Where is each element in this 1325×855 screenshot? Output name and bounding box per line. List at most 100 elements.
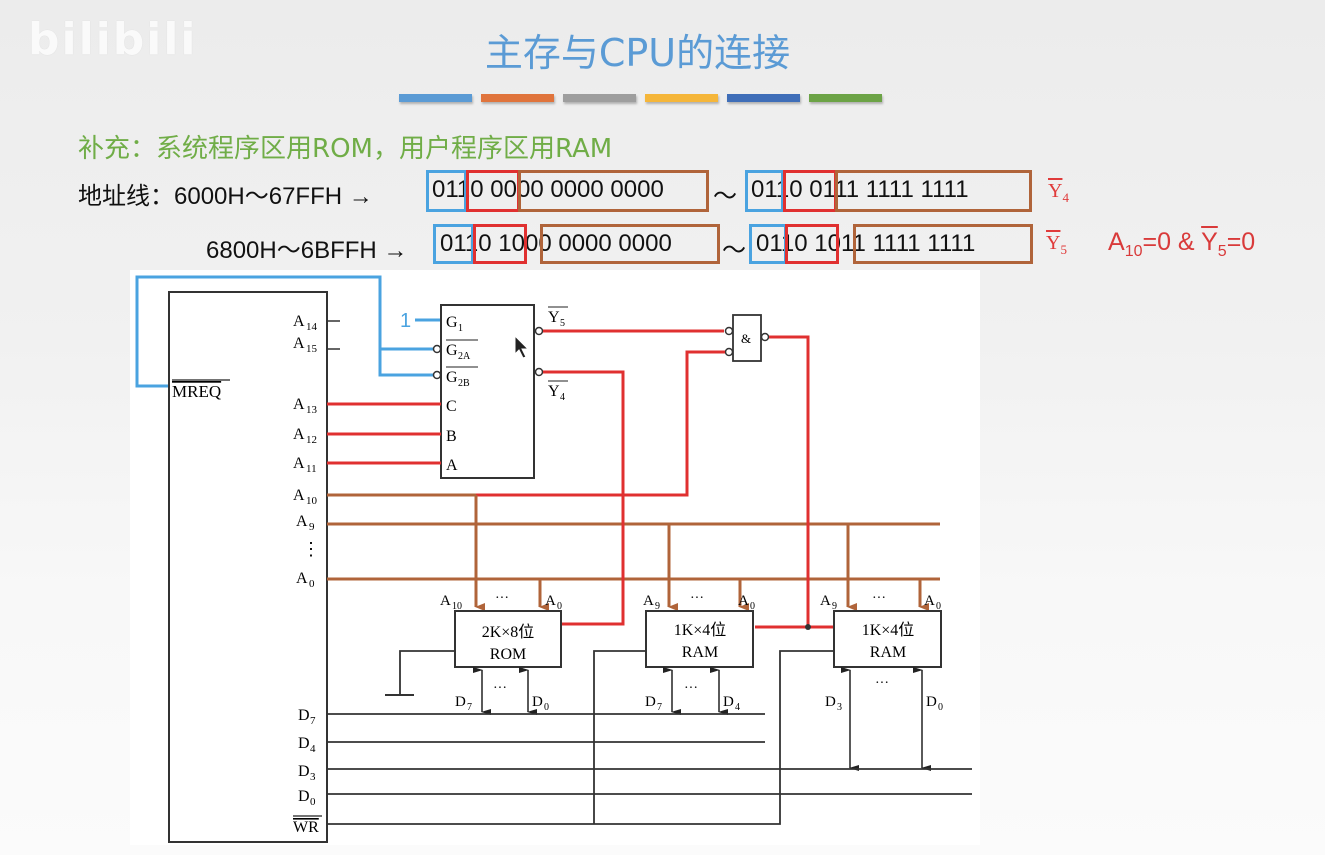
decoder-74138: [440, 304, 535, 479]
chip-ram1-type: RAM: [682, 644, 718, 661]
ellipsis: ···: [684, 681, 698, 696]
and-gate: [732, 314, 762, 362]
inverter-bubble: [534, 326, 544, 336]
bilibili-watermark: bilibili: [28, 14, 198, 65]
bits-chip: 000 0000 0000: [503, 176, 664, 203]
gate-output-wire: [755, 335, 810, 629]
ground-wire: [399, 650, 455, 695]
svg-text:A: A: [296, 513, 308, 530]
chip-rom-size: 2K×8位: [482, 623, 535, 641]
svg-text:0: 0: [938, 702, 943, 713]
chip-ram2-size: 1K×4位: [862, 621, 915, 639]
inverter-bubble: [724, 347, 734, 357]
deco-bar: [809, 94, 882, 102]
g1-value: 1: [400, 310, 411, 332]
svg-text:1: 1: [458, 323, 463, 334]
svg-text:2A: 2A: [458, 351, 471, 362]
svg-text:G: G: [446, 342, 458, 359]
address-range: 6800H～6BFFH: [206, 237, 377, 264]
ellipsis: ···: [493, 681, 507, 696]
arrow-icon: →: [348, 183, 373, 210]
mreq-wire: [135, 275, 433, 388]
svg-text:D: D: [532, 694, 543, 710]
svg-text:9: 9: [309, 521, 315, 533]
slide-title: 主存与CPU的连接: [484, 31, 791, 75]
chip-ram-2: [833, 610, 942, 668]
mreq-label: MREQ: [172, 382, 221, 401]
svg-text:0: 0: [544, 702, 549, 713]
svg-text:5: 5: [560, 318, 565, 329]
svg-text:4: 4: [560, 392, 565, 403]
bits-high: 01: [440, 230, 465, 257]
chip-rom-type: ROM: [490, 646, 526, 663]
svg-text:4: 4: [310, 743, 316, 755]
box-chip-bits: [540, 224, 720, 264]
svg-text:15: 15: [306, 343, 318, 355]
diagram-panel: [130, 270, 980, 845]
box-high-bits: [426, 170, 467, 212]
svg-text:D: D: [298, 735, 310, 752]
svg-text:A: A: [293, 335, 305, 352]
svg-text:A: A: [293, 396, 305, 413]
chip-rom: [454, 610, 562, 668]
supplement-note: 补充：系统程序区用ROM，用户程序区用RAM: [78, 134, 613, 164]
svg-text:0: 0: [309, 578, 315, 590]
svg-text:A: A: [293, 313, 305, 330]
svg-text:D: D: [825, 694, 836, 710]
a10-to-gate-wire: [476, 350, 725, 497]
bits-chip: 000 0000 0000: [511, 230, 672, 257]
inverter-bubble: [724, 326, 734, 336]
bits-high: 01: [432, 176, 457, 203]
chip-ram-1: [645, 610, 754, 668]
svg-text:Y: Y: [548, 309, 560, 326]
svg-text:A: A: [293, 455, 305, 472]
svg-text:0: 0: [310, 796, 316, 808]
chip-ram1-size: 1K×4位: [674, 621, 727, 639]
svg-text:A: A: [643, 593, 654, 609]
mouse-cursor-icon: [514, 334, 530, 359]
svg-text:G: G: [446, 314, 458, 331]
svg-text:9: 9: [655, 601, 660, 612]
decorative-color-bars: [399, 94, 882, 102]
wr-wire-ram2: [327, 650, 834, 825]
box-decode-bits: [473, 224, 527, 264]
svg-text:7: 7: [310, 715, 316, 727]
wr-wire-ram1: [593, 650, 646, 824]
inverter-bubble: [432, 344, 442, 354]
svg-text:A: A: [293, 426, 305, 443]
bits-chip: 011 1111 1111: [827, 230, 976, 257]
svg-text:D: D: [723, 694, 734, 710]
svg-text:10: 10: [452, 601, 462, 612]
ellipsis: ···: [690, 591, 704, 606]
svg-text:G: G: [446, 369, 458, 386]
inverter-bubble: [432, 370, 442, 380]
svg-text:0: 0: [936, 601, 941, 612]
svg-text:D: D: [645, 694, 656, 710]
address-row-1: 地址线：6000H～67FFH →: [78, 176, 373, 211]
svg-text:0: 0: [557, 601, 562, 612]
signal-y4-label: Y4: [1048, 180, 1069, 205]
pin-vdots: ⋮: [302, 539, 320, 559]
box-chip-bits: [518, 170, 709, 212]
box-chip-bits: [835, 170, 1032, 212]
svg-text:D: D: [298, 788, 310, 805]
